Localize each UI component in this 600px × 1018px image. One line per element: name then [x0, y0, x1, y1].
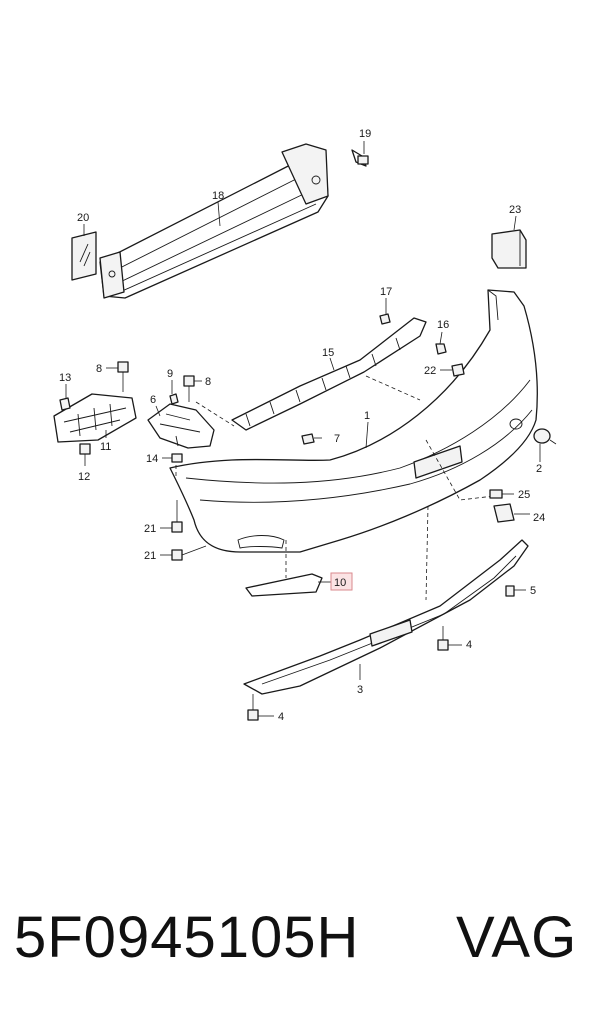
- callout-5: 5: [530, 585, 536, 597]
- callout-2: 2: [536, 463, 542, 475]
- part-6-bracket: [147, 403, 215, 449]
- callout-16: 16: [437, 319, 449, 331]
- part-4-screw-left: [247, 694, 274, 721]
- part-5-screw: [505, 585, 526, 597]
- callout-25: 25: [518, 489, 530, 501]
- callout-18: 18: [212, 190, 224, 202]
- callout-4-left: 4: [278, 711, 284, 723]
- part-16-bolt: [435, 331, 447, 355]
- callout-22: 22: [424, 365, 436, 377]
- part-11-side-bracket: [53, 393, 137, 443]
- part-9-clip: [169, 380, 179, 405]
- callout-24: 24: [533, 512, 545, 524]
- ref-line-b: [425, 439, 495, 501]
- parts-exploded-diagram: 19 18 20 23 17 16 15 22 13 8 9 8 6 1 7 1…: [53, 128, 557, 723]
- ref-line-a: [365, 375, 421, 401]
- part-18-impact-beam: [99, 143, 329, 299]
- callout-8-center: 8: [205, 376, 211, 388]
- callout-17: 17: [380, 286, 392, 298]
- part-10-trim-strip: [245, 573, 334, 597]
- callout-3: 3: [357, 684, 363, 696]
- callout-6: 6: [150, 394, 156, 406]
- callout-21-upper: 21: [144, 523, 156, 535]
- part-25-clip: [489, 489, 514, 499]
- part-17-clip: [379, 298, 391, 325]
- part-15-guide-rail: [231, 317, 427, 431]
- callout-labels: 19 18 20 23 17 16 15 22 13 8 9 8 6 1 7 1…: [59, 128, 545, 723]
- part-4-screw-right: [437, 626, 462, 651]
- callout-4-right: 4: [466, 639, 472, 651]
- part-number: 5F0945105H: [14, 905, 360, 970]
- callout-10: 10: [334, 577, 346, 589]
- part-8-bolt-left: [106, 361, 129, 392]
- callout-10-highlight: [330, 572, 353, 591]
- part-22-clip: [440, 363, 465, 377]
- ref-line-e: [195, 401, 235, 427]
- callout-14: 14: [146, 453, 158, 465]
- part-24-clip: [493, 503, 530, 523]
- part-3-lower-spoiler: [243, 539, 529, 695]
- part-12-bolt: [79, 443, 91, 466]
- part-8-bolt-center: [183, 375, 202, 402]
- part-21-screw-upper: [160, 500, 183, 533]
- callout-8-left: 8: [96, 363, 102, 375]
- callout-11: 11: [100, 441, 111, 453]
- callout-15: 15: [322, 347, 334, 359]
- callout-21-lower: 21: [144, 550, 156, 562]
- callout-9: 9: [167, 368, 173, 380]
- part-20-label: [71, 224, 97, 281]
- part-7-clip: [301, 433, 322, 445]
- callout-7: 7: [334, 433, 340, 445]
- footer: 5F0945105H VAG: [0, 888, 600, 988]
- callout-20: 20: [77, 212, 89, 224]
- part-2-cap: [533, 428, 557, 462]
- callout-23: 23: [509, 204, 521, 216]
- callout-12: 12: [78, 471, 90, 483]
- callout-19: 19: [359, 128, 371, 140]
- part-14-nut: [162, 453, 183, 463]
- callout-1: 1: [364, 410, 370, 422]
- part-1-bumper-cover: [169, 289, 538, 553]
- part-23-foam-block: [491, 215, 527, 269]
- part-19-bolt: [351, 141, 369, 167]
- brand-label: VAG: [456, 905, 578, 970]
- ref-line-c: [425, 505, 429, 601]
- part-13-clip: [59, 384, 71, 411]
- part-21-screw-lower: [160, 545, 207, 561]
- callout-13: 13: [59, 372, 71, 384]
